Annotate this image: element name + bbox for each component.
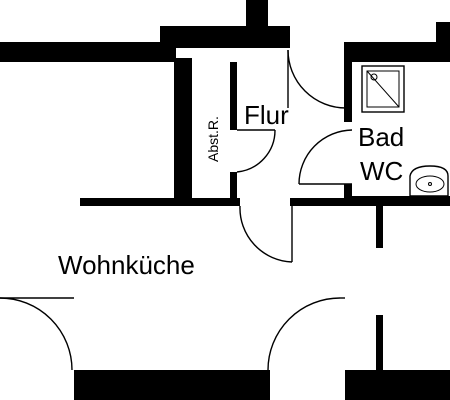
wall-stub-right-upper [376,206,383,248]
room-label-wc: WC [360,156,403,186]
room-label-abstellraum: Abst.R. [205,116,221,162]
wall-top-right-jog [436,22,450,48]
wall-top-centre [160,26,290,48]
door-bottom-left [0,297,74,371]
wall-bad-left-upper [344,44,352,122]
wall-stub-right-lower [376,315,383,377]
room-label-bad: Bad [358,122,404,152]
wall-abstellraum-right-upper [230,62,237,130]
wall-middle-right [352,196,450,206]
room-label-wohnkueche: Wohnküche [58,250,195,280]
washbasin-icon [409,165,449,197]
door-flur-top [287,49,347,109]
wall-top-left [0,42,176,62]
wall-bad-left-lower [344,184,352,204]
shower-tray-icon [361,65,405,113]
door-abstellraum [236,129,276,173]
door-bottom-right [267,297,345,371]
room-label-flur: Flur [244,100,289,130]
wall-middle-centre [290,198,354,206]
wall-bottom-right [345,370,450,400]
wall-bottom-left [74,370,270,400]
door-wohnkueche [239,205,293,263]
wall-shaft [246,0,268,30]
door-bad [298,129,353,185]
wall-top-right [344,42,450,62]
doors [0,49,353,371]
wall-abstellraum-left [174,58,192,198]
wall-middle-left [80,198,240,206]
wall-abstellraum-right-lower [230,172,237,204]
